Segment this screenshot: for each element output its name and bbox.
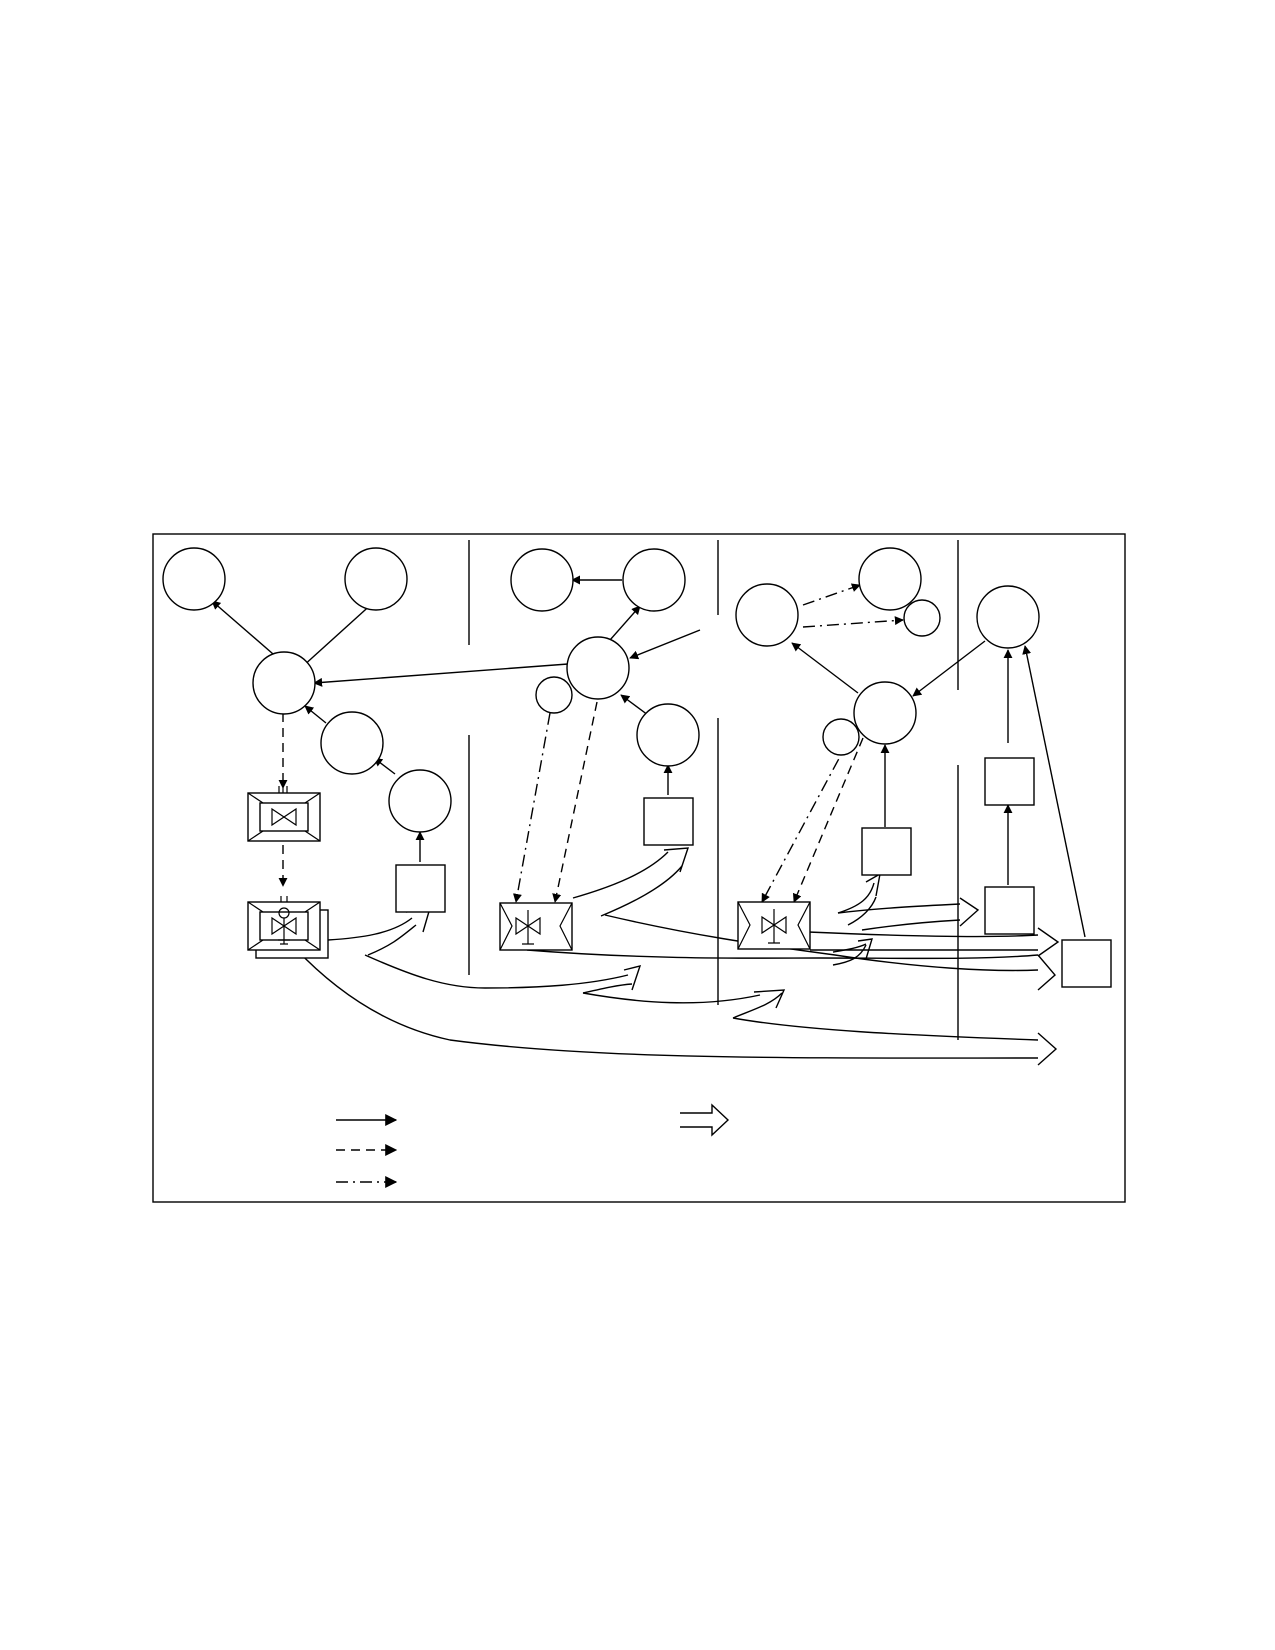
circle-node (162, 547, 226, 611)
arrow (912, 640, 986, 697)
circle-node (510, 548, 574, 612)
hollow-arrow (837, 872, 881, 926)
square-node (861, 827, 912, 876)
square-node (984, 757, 1035, 806)
small-circle-node (535, 676, 573, 714)
hollow-arrow (832, 938, 873, 966)
small-circle-node (903, 599, 941, 637)
circle-node (976, 585, 1040, 649)
legend (336, 1103, 730, 1188)
square-nodes (395, 757, 1112, 988)
square-node (643, 797, 694, 846)
dash-dot-arrows (513, 583, 904, 903)
legend-hollow-arrow (680, 1103, 730, 1137)
arrow (792, 737, 864, 903)
dashed-arrows (278, 701, 864, 903)
circle-node (622, 548, 686, 612)
station-box-1 (247, 786, 321, 842)
circle-node (636, 703, 700, 767)
arrow (301, 600, 376, 668)
circle-nodes (162, 547, 1040, 833)
arrow (1022, 645, 1086, 938)
arrow (802, 583, 861, 606)
arrow (304, 705, 327, 724)
station-box-stacked (247, 896, 329, 959)
arrow (552, 701, 598, 903)
small-circle-node (822, 718, 860, 756)
station-box-2 (499, 902, 573, 951)
circle-node (853, 681, 917, 745)
hollow-arrow (294, 947, 1058, 1066)
arrow (609, 605, 641, 641)
circle-node (858, 547, 922, 611)
square-node (1061, 939, 1112, 988)
hollow-arrow (582, 989, 786, 1019)
arrow (761, 737, 851, 903)
station-box-3 (737, 901, 811, 950)
hollow-arrow (572, 847, 689, 917)
square-node (395, 864, 446, 913)
arrow (513, 712, 551, 903)
hollow-arrow (327, 907, 431, 956)
diagram-frame (152, 533, 1126, 1203)
circle-node (388, 769, 452, 833)
circle-node (735, 583, 799, 647)
hollow-arrow (526, 914, 1056, 991)
square-node (984, 886, 1035, 935)
arrow (629, 629, 701, 660)
circle-node (252, 651, 316, 715)
arrow (791, 642, 859, 694)
arrow (802, 616, 904, 628)
hollow-flow-arrows (294, 847, 1060, 1066)
circle-node (344, 547, 408, 611)
column-dividers (468, 540, 959, 1040)
hollow-arrow (364, 954, 642, 994)
arrow (313, 663, 569, 687)
circle-node (320, 711, 384, 775)
circle-node (566, 636, 630, 700)
hollow-arrow (837, 897, 980, 931)
